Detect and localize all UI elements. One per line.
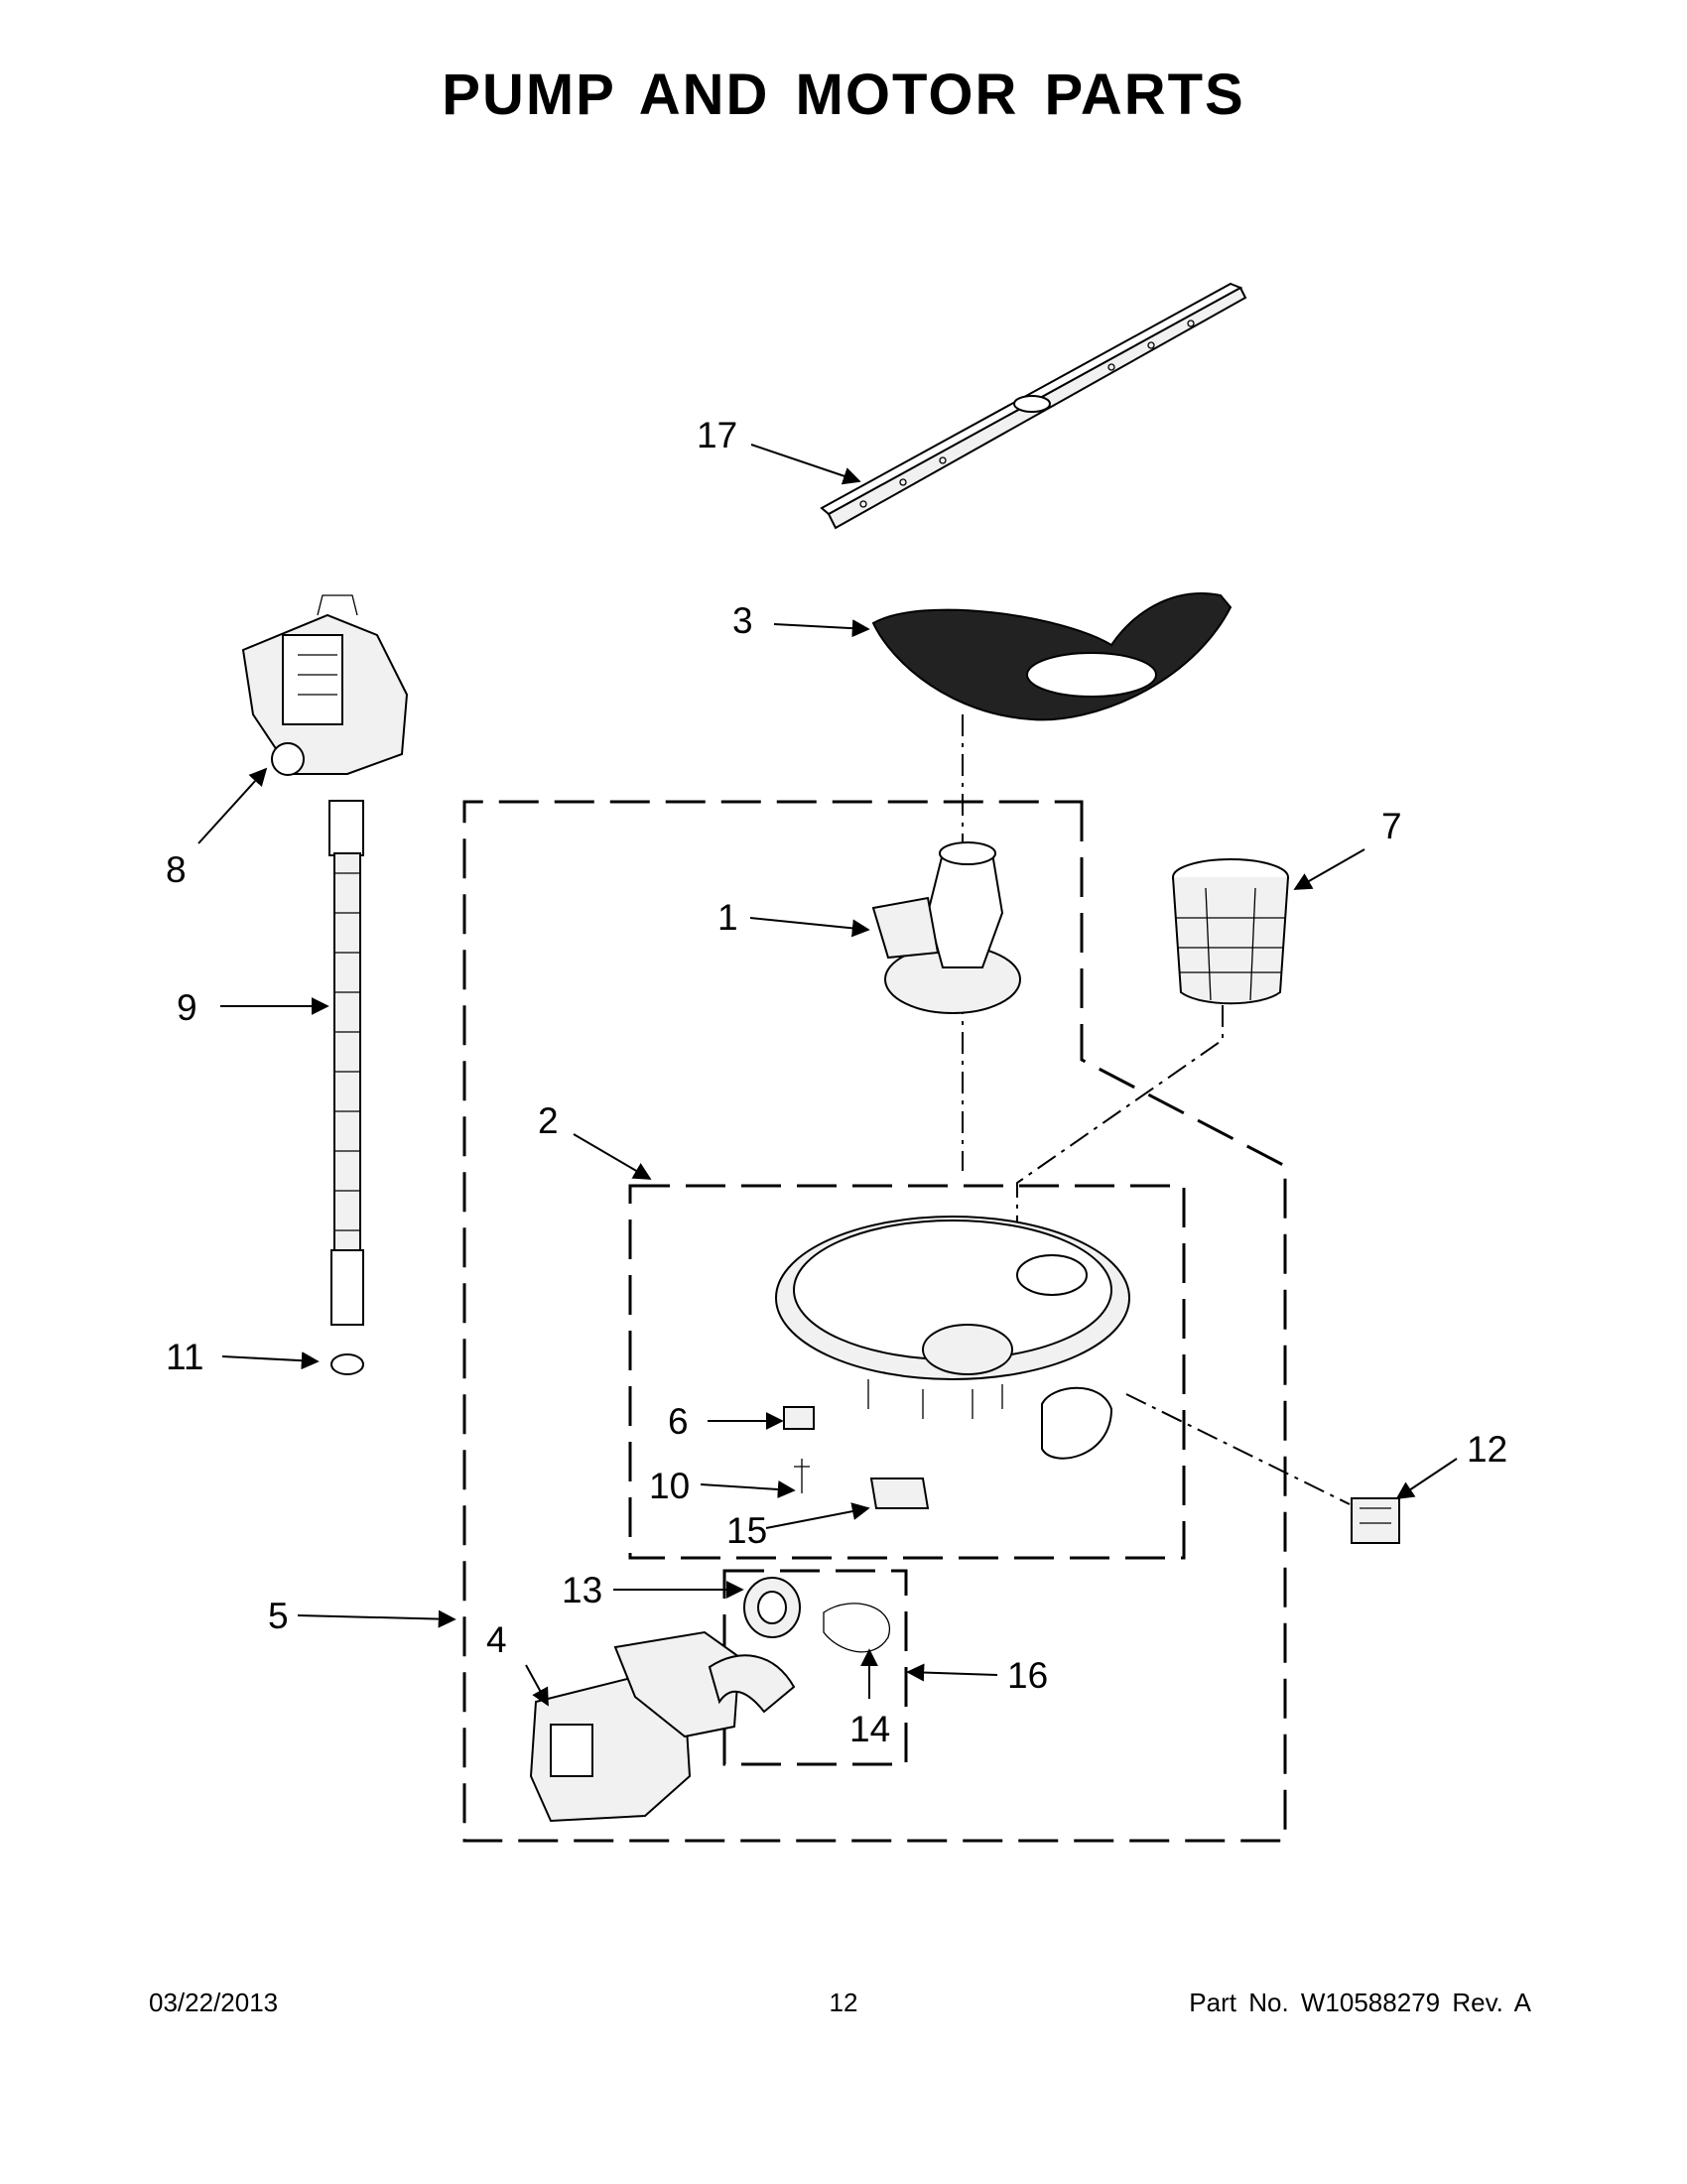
drain-pump-part: [241, 594, 409, 776]
callout-13: 13: [562, 1570, 602, 1610]
callout-5: 5: [268, 1596, 289, 1636]
wash-motor-part: [529, 1630, 741, 1823]
callout-15: 15: [726, 1510, 767, 1551]
callout-9: 9: [177, 987, 197, 1028]
callout-14: 14: [849, 1709, 890, 1749]
callout-2: 2: [538, 1100, 559, 1141]
part-16: [708, 1654, 796, 1714]
part-10: [794, 1459, 810, 1493]
sump-part: [775, 1216, 1130, 1460]
footer-date: 03/22/2013: [149, 1988, 279, 2017]
callout-4: 4: [486, 1619, 507, 1660]
callout-7: 7: [1381, 806, 1402, 846]
part-6: [783, 1406, 815, 1430]
alignment-lines: [962, 714, 1351, 1505]
callout-labels: 17 3 8 7 1 9 2 11 6 10 15 12 13 5 4 16 1…: [166, 415, 1507, 1749]
callout-17: 17: [697, 415, 737, 455]
footer-part-number: Part No. W10588279 Rev. A: [1189, 1988, 1531, 2017]
part-14: [823, 1603, 891, 1653]
pump-housing-part: [871, 841, 1021, 1014]
assembly-2-boundary: [628, 1184, 1186, 1560]
callout-8: 8: [166, 849, 187, 890]
filter-cover-part: [871, 592, 1233, 721]
callout-10: 10: [649, 1466, 690, 1506]
callout-11: 11: [166, 1337, 203, 1377]
assembly-16-boundary: [722, 1569, 908, 1766]
callout-6: 6: [668, 1401, 689, 1442]
assembly-5-boundary: [462, 800, 1287, 1843]
page-title: PUMP AND MOTOR PARTS: [442, 63, 1245, 127]
drain-hose-part: [328, 800, 364, 1326]
callout-1: 1: [717, 897, 738, 938]
assembly-boundaries: [462, 800, 1287, 1843]
part-15: [869, 1477, 930, 1509]
spray-arm-part: [820, 282, 1247, 530]
callout-16: 16: [1007, 1655, 1048, 1696]
filter-part: [1172, 858, 1289, 1005]
footer-page-number: 12: [829, 1988, 858, 2017]
hose-clamp-part: [330, 1353, 364, 1375]
small-parts: [783, 1406, 930, 1509]
callout-3: 3: [732, 600, 753, 641]
callout-12: 12: [1467, 1429, 1507, 1470]
valve-part: [1351, 1497, 1400, 1544]
pump-hose-parts: [708, 1577, 891, 1714]
leader-arrows: [197, 444, 1458, 1707]
